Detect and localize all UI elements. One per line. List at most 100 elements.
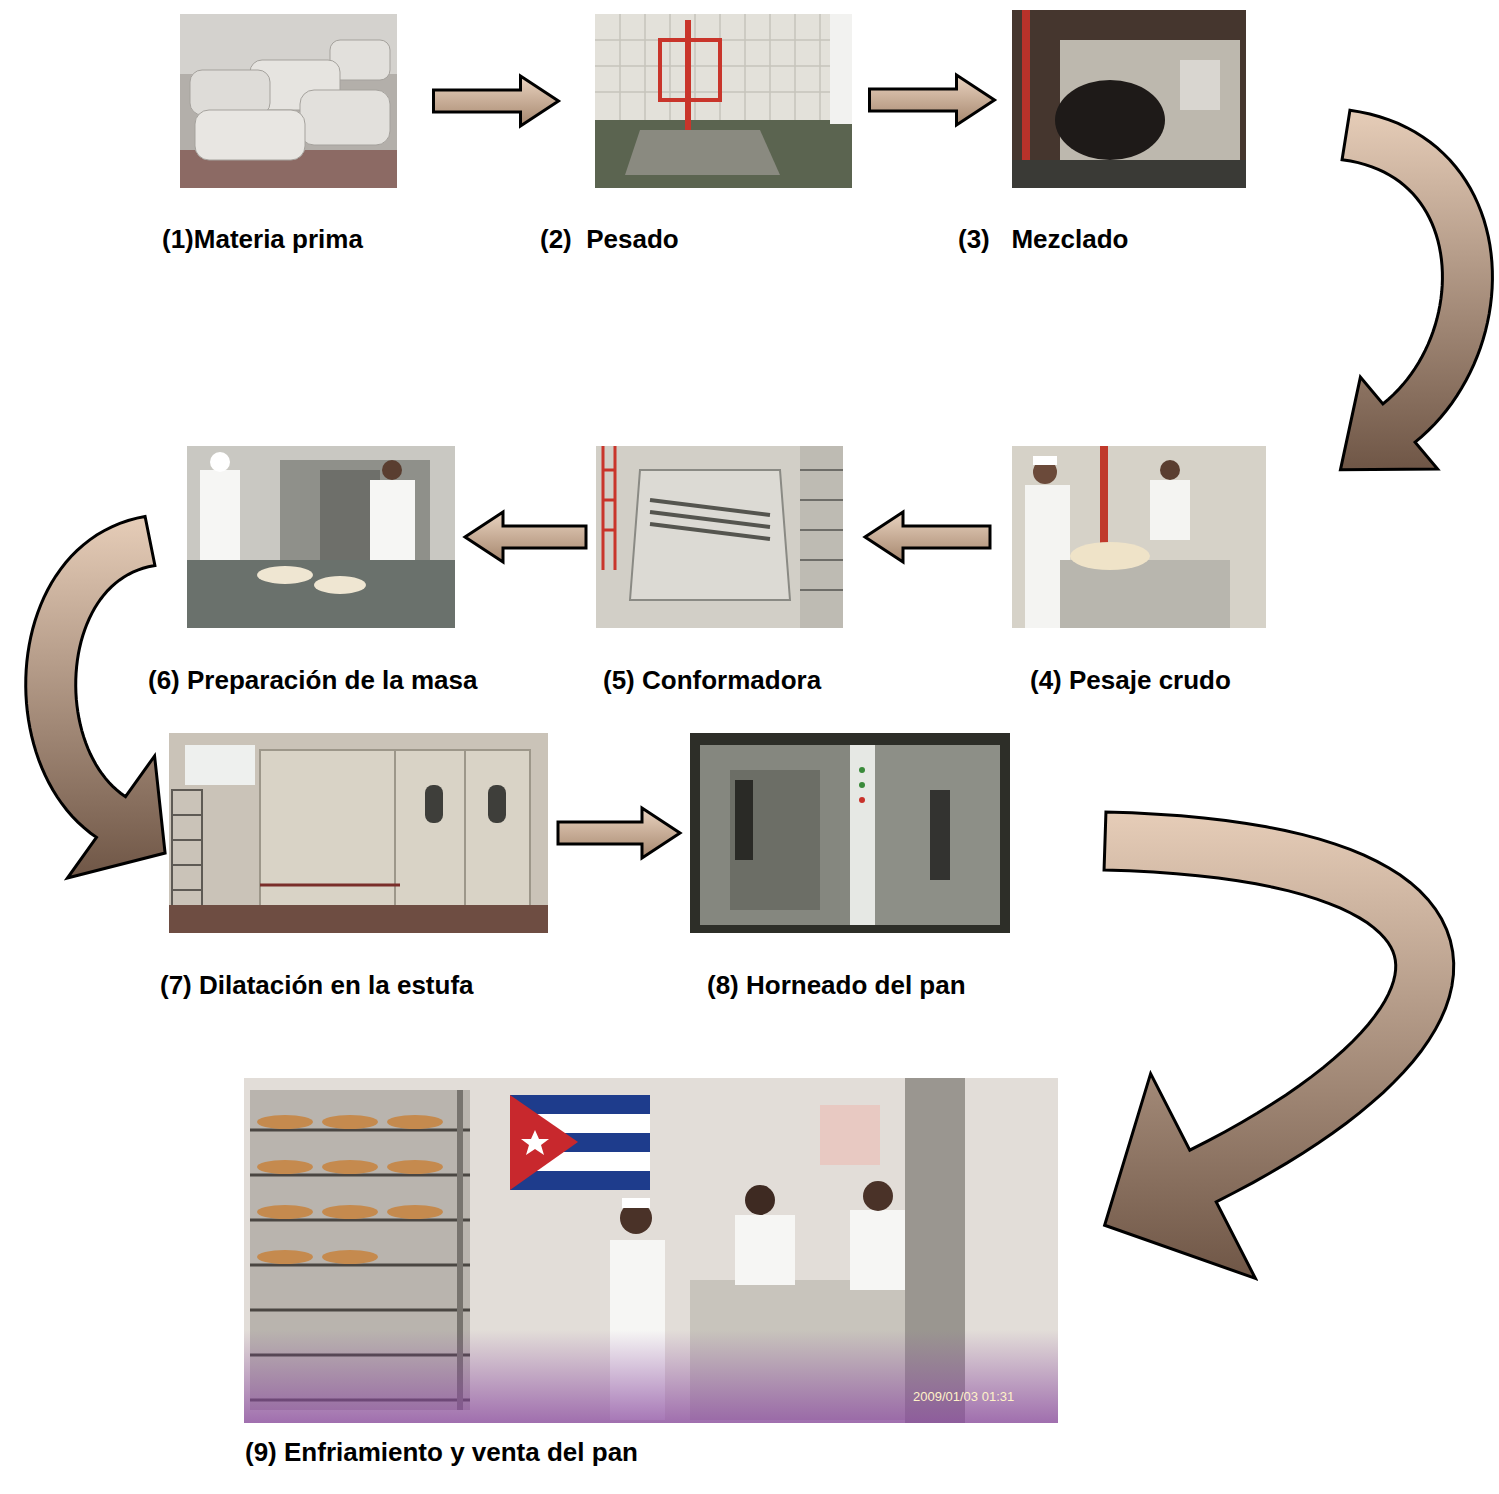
photo-detail — [1012, 446, 1266, 628]
photo-detail — [425, 785, 443, 823]
photo-detail — [700, 745, 850, 925]
photo-detail — [395, 750, 465, 910]
flow-arrow — [434, 76, 559, 126]
photo-detail — [595, 14, 852, 188]
photo-detail — [322, 1115, 378, 1129]
photo-detail — [625, 130, 780, 175]
photo-detail — [257, 1160, 313, 1174]
process-step: (5) Conformadora — [596, 446, 843, 628]
photo-detail — [745, 1185, 775, 1215]
photo-timestamp: 2009/01/03 01:31 — [913, 1390, 1014, 1404]
photo-detail — [300, 90, 390, 145]
process-step: (3) Mezclado — [1012, 10, 1246, 188]
photo-detail — [314, 576, 366, 594]
shaping-machine-photo — [596, 446, 843, 628]
photo-detail — [185, 745, 255, 785]
photo-detail — [875, 745, 1000, 925]
photo-detail — [850, 745, 875, 925]
oven-photo — [690, 733, 1010, 933]
step-caption: (9) Enfriamiento y venta del pan — [245, 1438, 638, 1468]
photo-detail — [1055, 80, 1165, 160]
photo-detail — [1012, 10, 1246, 188]
photo-detail — [257, 1205, 313, 1219]
photo-detail — [863, 1181, 893, 1211]
flow-arrow — [1104, 812, 1454, 1278]
photo-detail — [387, 1160, 443, 1174]
process-step: (8) Horneado del pan — [690, 733, 1010, 933]
photo-detail — [382, 460, 402, 480]
flow-arrow — [465, 512, 586, 562]
photo-detail — [930, 790, 950, 880]
photo-detail — [387, 1115, 443, 1129]
photo-detail — [260, 750, 530, 910]
step-caption: (8) Horneado del pan — [707, 971, 966, 1001]
flow-arrow — [865, 512, 990, 562]
process-step: (1)Materia prima — [180, 14, 397, 188]
photo-detail — [257, 1115, 313, 1129]
photo-detail — [830, 14, 852, 124]
flow-arrow — [1340, 110, 1492, 470]
photo-detail — [1070, 542, 1150, 570]
cooling-sales-photo — [244, 1078, 1058, 1423]
process-step: (6) Preparación de la masa — [187, 446, 455, 628]
photo-detail — [735, 780, 753, 860]
photo-detail — [187, 560, 455, 628]
step-caption: (4) Pesaje crudo — [1030, 666, 1231, 696]
photo-detail — [1022, 10, 1030, 160]
photo-detail — [859, 767, 865, 773]
step-caption: (2) Pesado — [540, 225, 679, 255]
flow-arrow — [26, 516, 165, 878]
photo-detail — [521, 1130, 549, 1155]
photo-detail — [630, 470, 790, 600]
photo-detail — [800, 446, 843, 628]
photo-detail — [685, 20, 691, 135]
process-step: (2) Pesado — [595, 14, 852, 188]
photo-detail — [260, 884, 400, 887]
photo-detail — [187, 446, 455, 628]
photo-detail — [859, 797, 865, 803]
photo-detail — [322, 1205, 378, 1219]
photo-detail — [257, 1115, 443, 1264]
photo-detail — [690, 733, 1010, 933]
photo-detail — [488, 785, 506, 823]
photo-detail — [510, 1095, 578, 1190]
photo-detail — [1180, 60, 1220, 110]
proofing-cabinet-photo — [169, 733, 548, 933]
photo-detail — [1160, 460, 1180, 480]
photo-detail — [322, 1160, 378, 1174]
photo-detail — [622, 1198, 650, 1208]
photo-detail — [596, 446, 843, 628]
weighing-photo — [595, 14, 852, 188]
photo-detail — [1012, 160, 1246, 188]
photo-detail — [1150, 480, 1190, 540]
photo-detail — [210, 452, 230, 472]
photo-detail — [322, 1250, 378, 1264]
photo-detail — [730, 770, 820, 910]
photo-detail — [244, 1078, 1058, 1423]
photo-detail — [169, 733, 548, 933]
photo-detail — [244, 1330, 1058, 1423]
photo-detail — [257, 566, 313, 584]
photo-detail — [172, 790, 202, 920]
flow-arrow — [558, 808, 680, 858]
step-caption: (1)Materia prima — [162, 225, 363, 255]
photo-detail — [195, 110, 305, 160]
photo-detail — [172, 815, 202, 890]
raw-material-photo — [180, 14, 397, 188]
photo-detail — [595, 14, 852, 120]
step-caption: (7) Dilatación en la estufa — [160, 971, 474, 1001]
flow-arrow — [870, 75, 995, 125]
photo-detail — [800, 470, 843, 590]
photo-detail — [603, 446, 615, 570]
photo-detail — [180, 14, 397, 188]
photo-detail — [169, 905, 548, 933]
photo-detail — [850, 1210, 905, 1290]
step-caption: (5) Conformadora — [603, 666, 821, 696]
raw-weighing-photo — [1012, 446, 1266, 628]
photo-detail — [595, 120, 852, 188]
photo-detail — [1060, 560, 1230, 628]
process-step: (4) Pesaje crudo — [1012, 446, 1266, 628]
photo-detail — [387, 1205, 443, 1219]
photo-detail — [1033, 456, 1057, 465]
